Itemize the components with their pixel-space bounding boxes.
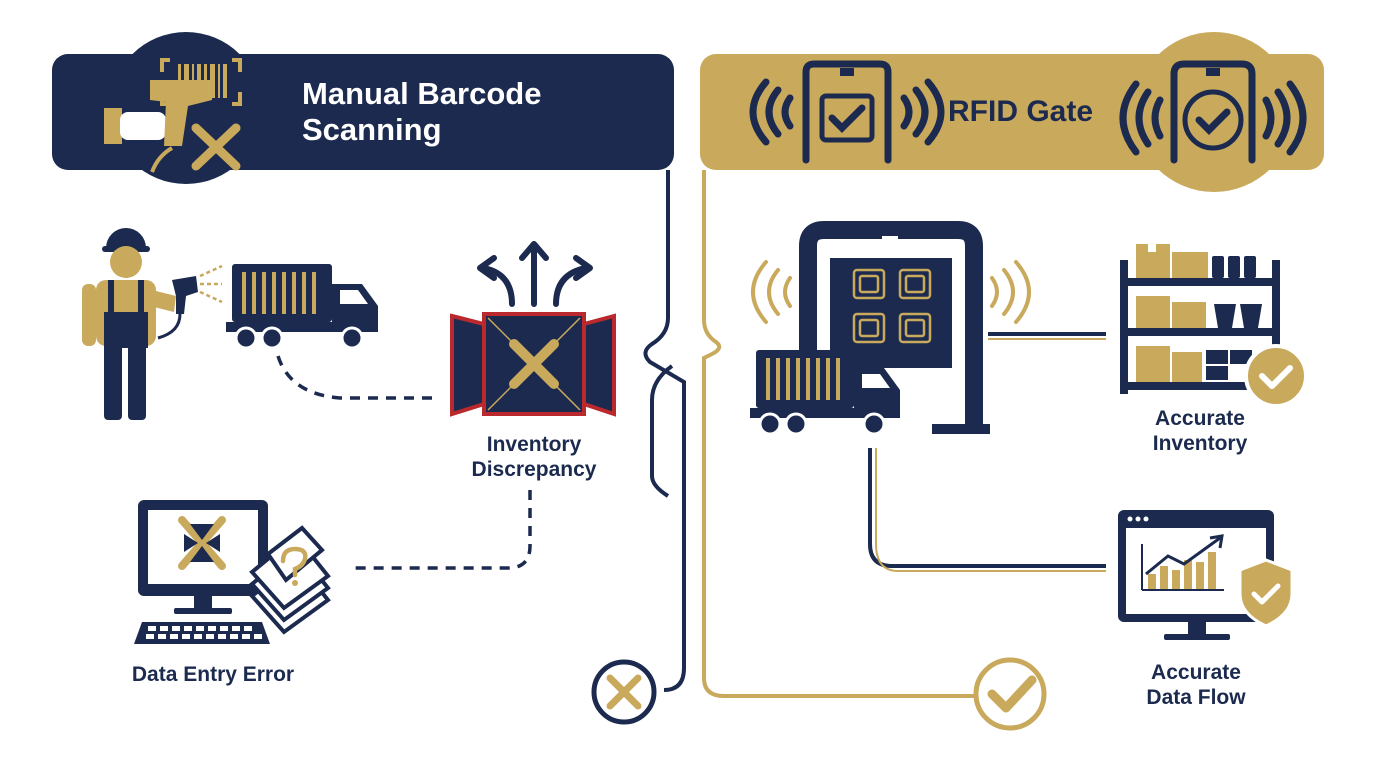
inventory-line2: Inventory <box>1152 432 1248 455</box>
manual-header-title: Manual Barcode Scanning <box>302 76 541 148</box>
warehouse-shelves-icon <box>1120 244 1280 394</box>
paper-stack-question-icon <box>249 525 331 635</box>
gate-to-dataflow-line <box>868 448 1106 568</box>
discrepancy-label: Inventory Discrepancy <box>454 432 614 482</box>
gate-to-dataflow-line-glow <box>875 448 1106 572</box>
x-mark-icon <box>191 123 241 171</box>
truck-to-discrepancy-dashed-line <box>276 355 440 400</box>
accurate-dataflow-label: Accurate Data Flow <box>1116 660 1276 710</box>
manual-process-line <box>643 170 686 692</box>
accurate-inventory-label: Accurate Inventory <box>1120 406 1280 456</box>
barcode-scanner-hand-icon <box>104 58 242 173</box>
rfid-tag-icon <box>852 268 932 344</box>
manual-title-line2: Scanning <box>302 112 442 147</box>
discrepancy-line1: Inventory <box>486 433 582 456</box>
check-circle-icon <box>973 657 1047 731</box>
rfid-header-title: RFID Gate <box>948 95 1094 128</box>
rfid-signal-waves-icon <box>751 260 1031 324</box>
right-truck-icon <box>750 350 900 436</box>
discrepancy-to-error-dashed-line <box>350 490 532 570</box>
scattered-arrows-icon <box>477 241 593 307</box>
security-shield-check-icon <box>1238 558 1294 628</box>
manual-process-line-alt <box>650 364 674 498</box>
computer-error-icon <box>134 500 270 644</box>
dataflow-line2: Data Flow <box>1146 686 1246 709</box>
discrepancy-box-icon <box>450 312 616 417</box>
left-truck-icon <box>226 264 378 350</box>
rfid-gate-check-icon <box>749 60 945 164</box>
handheld-scanner-icon <box>157 264 223 340</box>
discrepancy-line2: Discrepancy <box>471 458 597 481</box>
inventory-line1: Accurate <box>1155 407 1245 430</box>
rfid-gate-shield-check-icon <box>1119 60 1307 164</box>
worker-icon <box>82 228 176 420</box>
x-circle-icon <box>591 659 657 725</box>
dataflow-line1: Accurate <box>1151 661 1241 684</box>
rfid-process-line <box>702 170 978 698</box>
data-entry-error-label: Data Entry Error <box>131 663 295 686</box>
rfid-portal-icon <box>799 221 990 434</box>
inventory-check-badge-icon <box>1244 344 1308 408</box>
manual-title-line1: Manual Barcode <box>302 76 542 111</box>
